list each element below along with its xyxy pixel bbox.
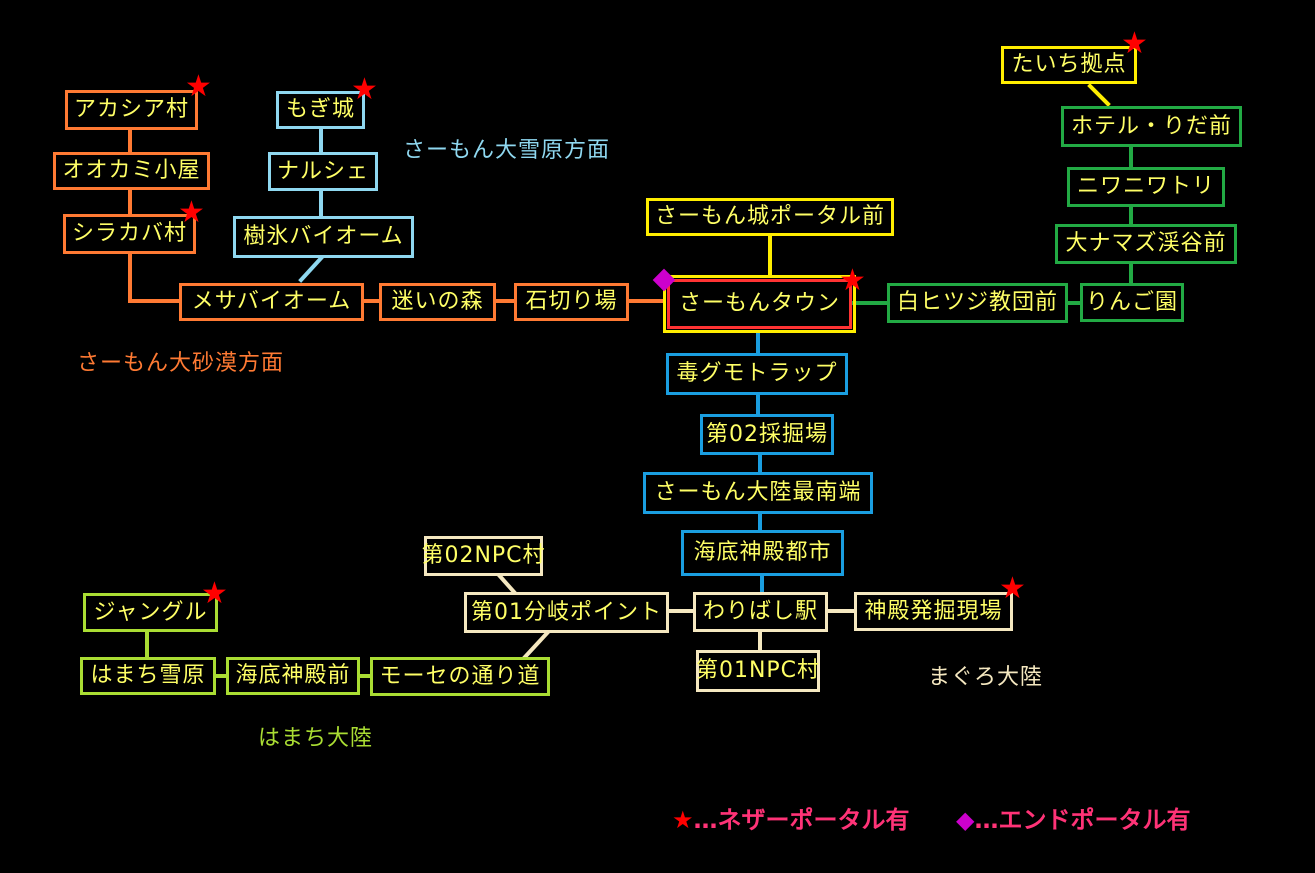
node-npc-village-01: 第01NPC村 — [696, 650, 820, 692]
cream-lines — [495, 571, 858, 661]
node-ishikiri-quarry: 石切り場 — [514, 283, 629, 321]
legend-nether-text: …ネザーポータル有 — [693, 806, 910, 834]
node-southern-tip: さーもん大陸最南端 — [643, 472, 873, 514]
node-doku-trap: 毒グモトラップ — [666, 353, 848, 395]
green-lines — [852, 143, 1133, 305]
star-icon: ★ — [999, 571, 1026, 606]
node-namazu-valley: 大ナマズ渓谷前 — [1055, 224, 1237, 264]
star-icon: ★ — [178, 195, 205, 230]
region-label-desert: さーもん大砂漠方面 — [77, 351, 285, 376]
node-waribashi-station: わりばし駅 — [693, 592, 828, 632]
node-hamachi-snowfield: はまち雪原 — [80, 657, 216, 695]
node-npc-village-02: 第02NPC村 — [421, 536, 545, 576]
node-undersea-city: 海底神殿都市 — [681, 530, 844, 576]
node-hitsuji-cult: 白ヒツジ教団前 — [887, 283, 1068, 323]
town-outer-frame — [663, 275, 856, 333]
legend-end-text: …エンドポータル有 — [974, 806, 1191, 834]
node-samon-town: さーもんタウン — [667, 279, 852, 329]
star-icon: ★ — [839, 263, 866, 298]
node-ringo-orchard: りんご園 — [1080, 283, 1184, 322]
region-label-maguro: まぐろ大陸 — [928, 665, 1044, 690]
light-blue-lines — [298, 125, 326, 283]
node-hotel-rida: ホテル・りだ前 — [1061, 106, 1242, 147]
legend-nether: ★…ネザーポータル有 — [672, 800, 910, 835]
star-icon: ★ — [1121, 26, 1148, 61]
node-mogi-castle: もぎ城 — [276, 91, 365, 129]
star-icon: ★ — [672, 806, 694, 834]
blue-lines — [756, 330, 764, 596]
node-ookami-hut: オオカミ小屋 — [53, 152, 210, 190]
star-icon: ★ — [351, 72, 378, 107]
node-mesa-biome: メサバイオーム — [179, 283, 364, 321]
orange-lines — [128, 126, 666, 303]
yellow-lines — [768, 83, 1111, 278]
star-icon: ★ — [185, 69, 212, 104]
node-akashia-village: アカシア村 — [65, 90, 198, 130]
node-undersea-temple-front: 海底神殿前 — [226, 657, 360, 695]
node-niwaniwatori: ニワニワトリ — [1067, 167, 1225, 207]
lime-lines — [145, 628, 374, 678]
node-mayoi-forest: 迷いの森 — [379, 283, 496, 321]
node-narushe: ナルシェ — [268, 152, 378, 191]
node-shirakaba-village: シラカバ村 — [63, 214, 196, 254]
star-icon: ★ — [201, 576, 228, 611]
node-mine-02: 第02採掘場 — [700, 414, 834, 455]
node-shinden-excavation: 神殿発掘現場 — [854, 592, 1013, 631]
region-label-snowfield: さーもん大雪原方面 — [403, 138, 611, 163]
region-label-hamachi: はまち大陸 — [258, 726, 374, 751]
node-juhyo-biome: 樹氷バイオーム — [233, 216, 414, 258]
legend-end: ◆…エンドポータル有 — [956, 800, 1190, 835]
diamond-icon: ◆ — [956, 806, 975, 834]
node-branch-point-01: 第01分岐ポイント — [464, 592, 669, 633]
node-moses-path: モーセの通り道 — [370, 657, 550, 696]
node-taichi-base: たいち拠点 — [1001, 46, 1137, 84]
node-castle-portal: さーもん城ポータル前 — [646, 198, 894, 236]
node-jungle: ジャングル — [83, 593, 218, 632]
